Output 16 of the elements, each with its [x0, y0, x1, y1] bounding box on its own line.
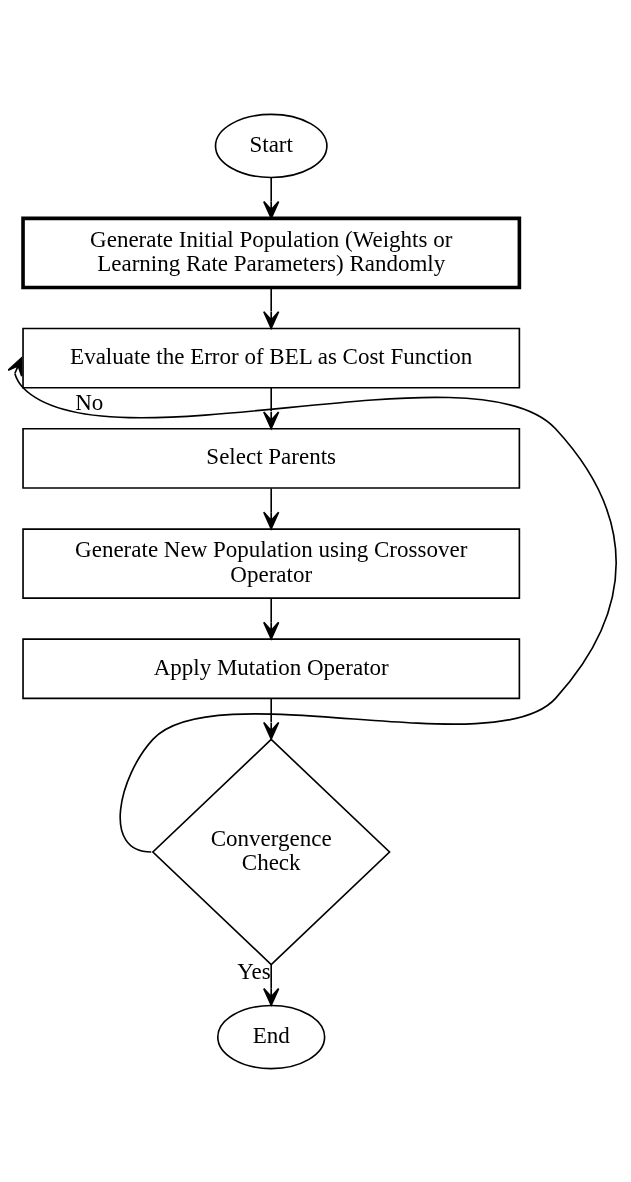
- node-ellipse: End: [216, 1004, 326, 1069]
- arrow: [263, 697, 280, 740]
- node-box: Evaluate the Error of BEL as Cost Function: [22, 327, 521, 389]
- node-box: Apply Mutation Operator: [22, 637, 521, 699]
- node-box: Generate Initial Population (Weights or Learning Rate Parameters) Randomly: [21, 216, 522, 289]
- arrow: [263, 386, 280, 429]
- arrow: [263, 963, 280, 1006]
- arrow: [263, 597, 280, 640]
- arrow: [8, 356, 617, 853]
- edge-label: No: [75, 389, 104, 415]
- arrow: [263, 176, 280, 219]
- arrow: [263, 286, 280, 329]
- node-box: Select Parents: [22, 427, 521, 489]
- arrow: [263, 487, 280, 529]
- node-box: Generate New Population using Crossover Operator: [22, 527, 521, 599]
- node-ellipse: Start: [214, 113, 328, 178]
